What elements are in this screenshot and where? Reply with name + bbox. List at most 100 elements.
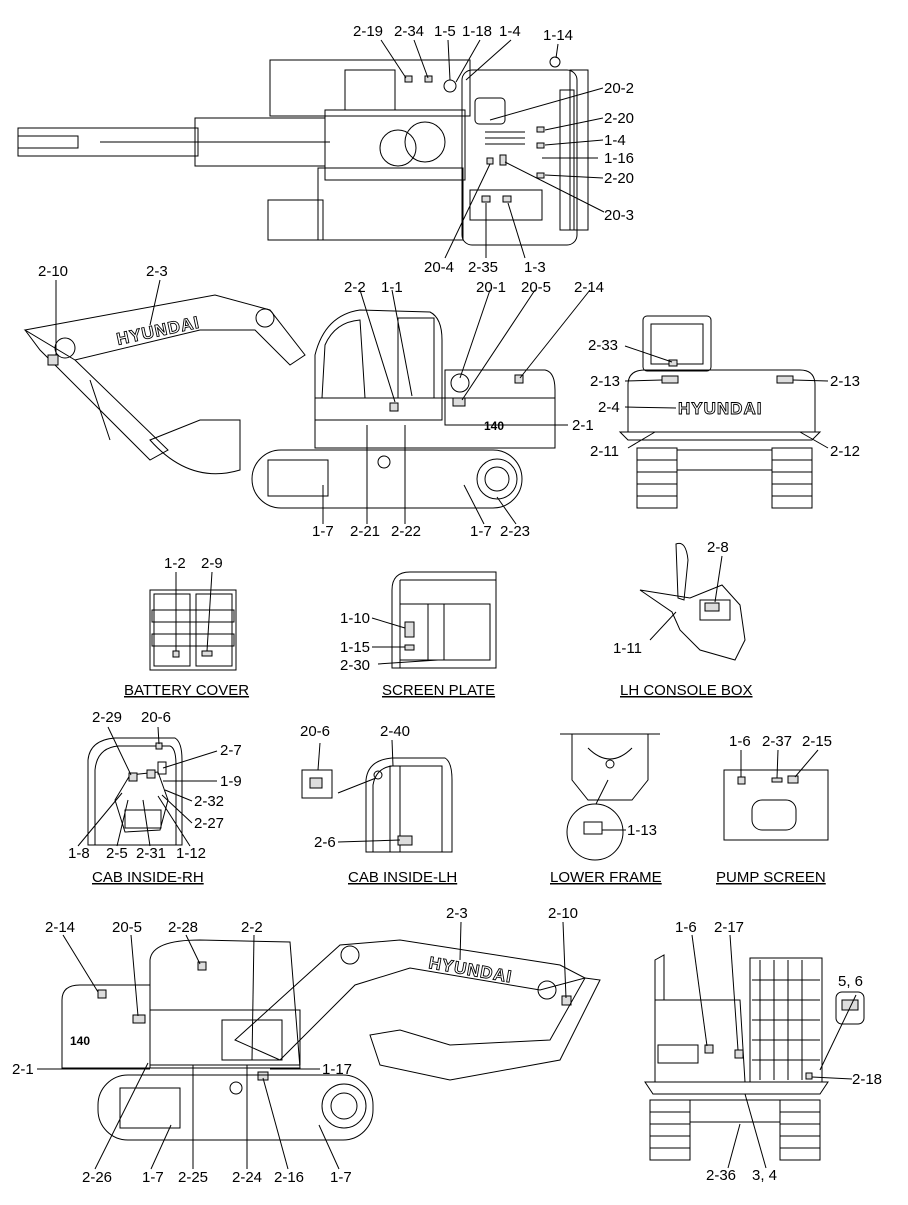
callout-top-8: 2-20 [604, 110, 634, 127]
callout-front-4: 2-18 [852, 1071, 882, 1088]
callout-cab-rh-3: 2-7 [220, 742, 242, 759]
callout-top-4: 1-18 [462, 23, 492, 40]
callout-cab-lh-3: 2-6 [314, 834, 336, 851]
callout-right-9: 2-26 [82, 1169, 112, 1186]
pump-screen-view: 1-6 2-37 2-15 PUMP SCREEN [716, 733, 832, 886]
top-view: 2-19 2-34 1-5 1-18 1-4 1-14 20-2 2-20 1-… [17, 23, 634, 276]
callout-front-5: 2-36 [706, 1167, 736, 1184]
callout-rear-4: 2-4 [598, 399, 620, 416]
callout-top-7: 20-2 [604, 80, 634, 97]
callout-right-6: 2-10 [548, 905, 578, 922]
left-side-view: HYUNDAI 140 [23, 263, 604, 540]
callout-pump-3: 2-15 [802, 733, 832, 750]
callout-console-1: 2-8 [707, 539, 729, 556]
title-cab-inside-lh: CAB INSIDE-LH [348, 869, 457, 886]
callout-right-4: 2-2 [241, 919, 263, 936]
rear-view: HYUNDAI 2-33 2-13 2-13 2-4 2-11 2-12 [588, 315, 860, 509]
callout-cab-rh-10: 1-12 [176, 845, 206, 862]
callout-cab-rh-2: 20-6 [141, 709, 171, 726]
callout-top-10: 1-16 [604, 150, 634, 167]
lh-console-box-view: 2-8 1-11 LH CONSOLE BOX [613, 539, 753, 699]
callout-right-1: 2-14 [45, 919, 75, 936]
callout-cab-rh-5: 2-32 [194, 793, 224, 810]
callout-cab-rh-1: 2-29 [92, 709, 122, 726]
callout-left-6: 20-5 [521, 279, 551, 296]
callout-left-10: 2-21 [350, 523, 380, 540]
callout-rear-2: 2-13 [590, 373, 620, 390]
brand-left-side: HYUNDAI [115, 313, 202, 349]
model-mark-left: 140 [484, 419, 504, 433]
callout-cab-rh-6: 2-27 [194, 815, 224, 832]
callout-rear-3: 2-13 [830, 373, 860, 390]
callout-left-11: 2-22 [391, 523, 421, 540]
callout-top-1: 2-19 [353, 23, 383, 40]
screen-plate-view: 1-10 1-15 2-30 SCREEN PLATE [340, 571, 497, 699]
callout-screen-3: 2-30 [340, 657, 370, 674]
callout-front-1: 1-6 [675, 919, 697, 936]
title-lower-frame: LOWER FRAME [550, 869, 662, 886]
callout-cab-lh-2: 2-40 [380, 723, 410, 740]
callout-battery-1: 1-2 [164, 555, 186, 572]
brand-right-side: HYUNDAI [427, 953, 513, 986]
callout-top-11: 2-20 [604, 170, 634, 187]
callout-top-2: 2-34 [394, 23, 424, 40]
callout-rear-5: 2-11 [590, 443, 619, 460]
callout-top-5: 1-4 [499, 23, 521, 40]
callout-rear-1: 2-33 [588, 337, 618, 354]
brand-rear: HYUNDAI [678, 399, 762, 418]
callout-right-13: 2-16 [274, 1169, 304, 1186]
title-pump-screen: PUMP SCREEN [716, 869, 826, 886]
callout-cab-lh-1: 20-6 [300, 723, 330, 740]
callout-cab-rh-7: 1-8 [68, 845, 90, 862]
callout-lower-frame-1: 1-13 [627, 822, 657, 839]
cab-inside-lh-view: 20-6 2-40 2-6 CAB INSIDE-LH [300, 723, 457, 886]
callout-top-12: 20-3 [604, 207, 634, 224]
callout-right-10: 1-7 [142, 1169, 164, 1186]
callout-top-14: 2-35 [468, 259, 498, 276]
callout-right-5: 2-3 [446, 905, 468, 922]
callout-right-12: 2-24 [232, 1169, 262, 1186]
callout-left-4: 1-1 [381, 279, 403, 296]
callout-left-13: 2-23 [500, 523, 530, 540]
callout-left-8: 2-1 [572, 417, 594, 434]
callout-right-3: 2-28 [168, 919, 198, 936]
front-view: 1-6 2-17 5, 6 2-18 2-36 3, 4 [644, 919, 882, 1184]
callout-rear-6: 2-12 [830, 443, 860, 460]
callout-screen-1: 1-10 [340, 610, 370, 627]
callout-top-6: 1-14 [543, 27, 573, 44]
callout-front-6: 3, 4 [752, 1167, 777, 1184]
right-side-view: 140 HYUNDAI 2-14 20-5 2-28 2-2 2-3 2- [12, 905, 601, 1186]
callout-top-3: 1-5 [434, 23, 456, 40]
lower-frame-view: 1-13 LOWER FRAME [550, 733, 662, 886]
callout-left-1: 2-10 [38, 263, 68, 280]
callout-left-3: 2-2 [344, 279, 366, 296]
title-battery-cover: BATTERY COVER [124, 682, 249, 699]
callout-left-5: 20-1 [476, 279, 506, 296]
callout-right-7: 2-1 [12, 1061, 34, 1078]
callout-top-13: 20-4 [424, 259, 454, 276]
callout-cab-rh-9: 2-31 [136, 845, 166, 862]
callout-right-14: 1-7 [330, 1169, 352, 1186]
callout-left-12: 1-7 [470, 523, 492, 540]
callout-battery-2: 2-9 [201, 555, 223, 572]
callout-screen-2: 1-15 [340, 639, 370, 656]
callout-pump-1: 1-6 [729, 733, 751, 750]
callout-front-2: 2-17 [714, 919, 744, 936]
battery-cover-view: 1-2 2-9 BATTERY COVER [124, 555, 249, 699]
callout-top-15: 1-3 [524, 259, 546, 276]
callout-pump-2: 2-37 [762, 733, 792, 750]
callout-left-9: 1-7 [312, 523, 334, 540]
callout-right-11: 2-25 [178, 1169, 208, 1186]
cab-inside-rh-view: 2-29 20-6 2-7 1-9 2-32 2-27 1-8 2-5 2-31… [68, 709, 242, 886]
title-cab-inside-rh: CAB INSIDE-RH [92, 869, 204, 886]
callout-left-2: 2-3 [146, 263, 168, 280]
callout-right-2: 20-5 [112, 919, 142, 936]
callout-cab-rh-4: 1-9 [220, 773, 242, 790]
callout-cab-rh-8: 2-5 [106, 845, 128, 862]
model-mark-right: 140 [70, 1034, 90, 1048]
callout-front-3: 5, 6 [838, 973, 863, 990]
callout-left-7: 2-14 [574, 279, 604, 296]
title-lh-console-box: LH CONSOLE BOX [620, 682, 753, 699]
callout-console-2: 1-11 [613, 640, 642, 657]
